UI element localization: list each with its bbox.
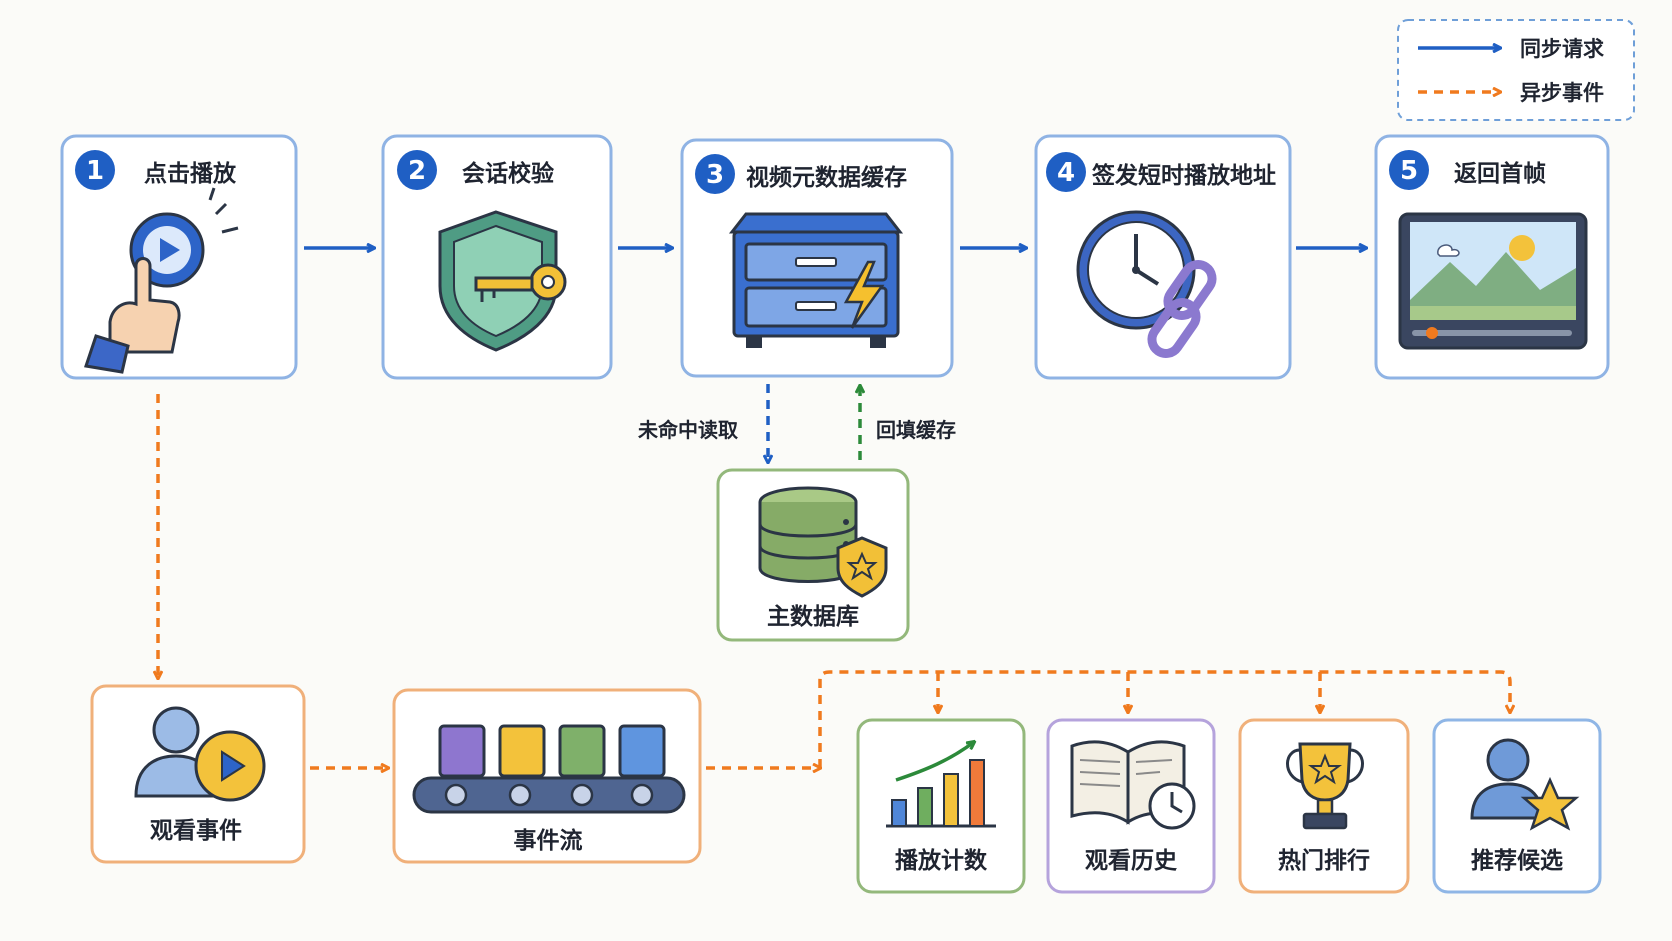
consumer-label: 热门排行 xyxy=(1278,847,1370,874)
svg-text:5: 5 xyxy=(1400,156,1418,186)
db-label: 主数据库 xyxy=(767,604,859,630)
bar-chart-icon xyxy=(886,742,996,828)
event-stream-node: 事件流 xyxy=(392,688,702,864)
step-title: 返回首帧 xyxy=(1454,160,1546,187)
consumer-label: 播放计数 xyxy=(895,847,988,874)
step-title: 点击播放 xyxy=(144,160,237,187)
consumer-hot-ranking: 热门排行 xyxy=(1238,718,1410,894)
database-icon xyxy=(758,486,888,598)
watch-event-label: 观看事件 xyxy=(150,818,242,844)
conveyor-icon xyxy=(412,724,686,814)
step-metadata-cache: 3 视频元数据缓存 xyxy=(680,138,954,378)
main-database: 主数据库 xyxy=(716,468,910,642)
cache-miss-label: 未命中读取 xyxy=(638,418,738,442)
step-badge xyxy=(397,150,437,190)
step-badge xyxy=(695,154,735,194)
cache-fill-label: 回填缓存 xyxy=(876,418,956,442)
step-title: 视频元数据缓存 xyxy=(746,164,907,191)
step-first-frame: 5 返回首帧 xyxy=(1374,134,1610,380)
consumer-recommend-candidates: 推荐候选 xyxy=(1432,718,1602,894)
step-title: 签发短时播放地址 xyxy=(1091,162,1276,189)
clock-link-icon xyxy=(1076,210,1217,358)
consumer-label: 观看历史 xyxy=(1085,848,1178,874)
user-star-icon xyxy=(1470,738,1580,831)
svg-text:1: 1 xyxy=(86,156,104,186)
book-clock-icon xyxy=(1070,740,1196,830)
video-frame-icon xyxy=(1398,212,1588,350)
step-title: 会话校验 xyxy=(462,160,554,187)
watch-event-node: 观看事件 xyxy=(90,684,306,864)
event-stream-label: 事件流 xyxy=(514,827,583,854)
step-session-check: 2 会话校验 xyxy=(381,134,613,380)
step-click-play: 1 点击播放 xyxy=(60,134,298,380)
legend: 同步请求 异步事件 xyxy=(1397,19,1635,121)
consumer-play-count: 播放计数 xyxy=(856,718,1026,894)
svg-text:4: 4 xyxy=(1057,158,1075,188)
svg-text:2: 2 xyxy=(408,156,426,186)
hand-click-play-icon xyxy=(84,187,239,374)
legend-sync-label: 同步请求 xyxy=(1520,37,1604,61)
user-play-icon xyxy=(134,706,266,802)
cache-db-links: 未命中读取 回填缓存 xyxy=(638,384,956,462)
svg-text:3: 3 xyxy=(706,160,724,190)
legend-async-label: 异步事件 xyxy=(1520,81,1604,105)
shield-key-icon xyxy=(438,210,567,352)
step-badge xyxy=(1046,152,1086,192)
step-badge xyxy=(1389,150,1429,190)
step-sign-url: 4 签发短时播放地址 xyxy=(1034,134,1292,380)
consumer-watch-history: 观看历史 xyxy=(1046,718,1216,894)
fanout-arrows xyxy=(706,670,1510,768)
trophy-icon xyxy=(1286,742,1364,830)
step-badge xyxy=(75,150,115,190)
cache-cabinet-icon xyxy=(728,212,904,348)
consumer-label: 推荐候选 xyxy=(1471,848,1563,874)
